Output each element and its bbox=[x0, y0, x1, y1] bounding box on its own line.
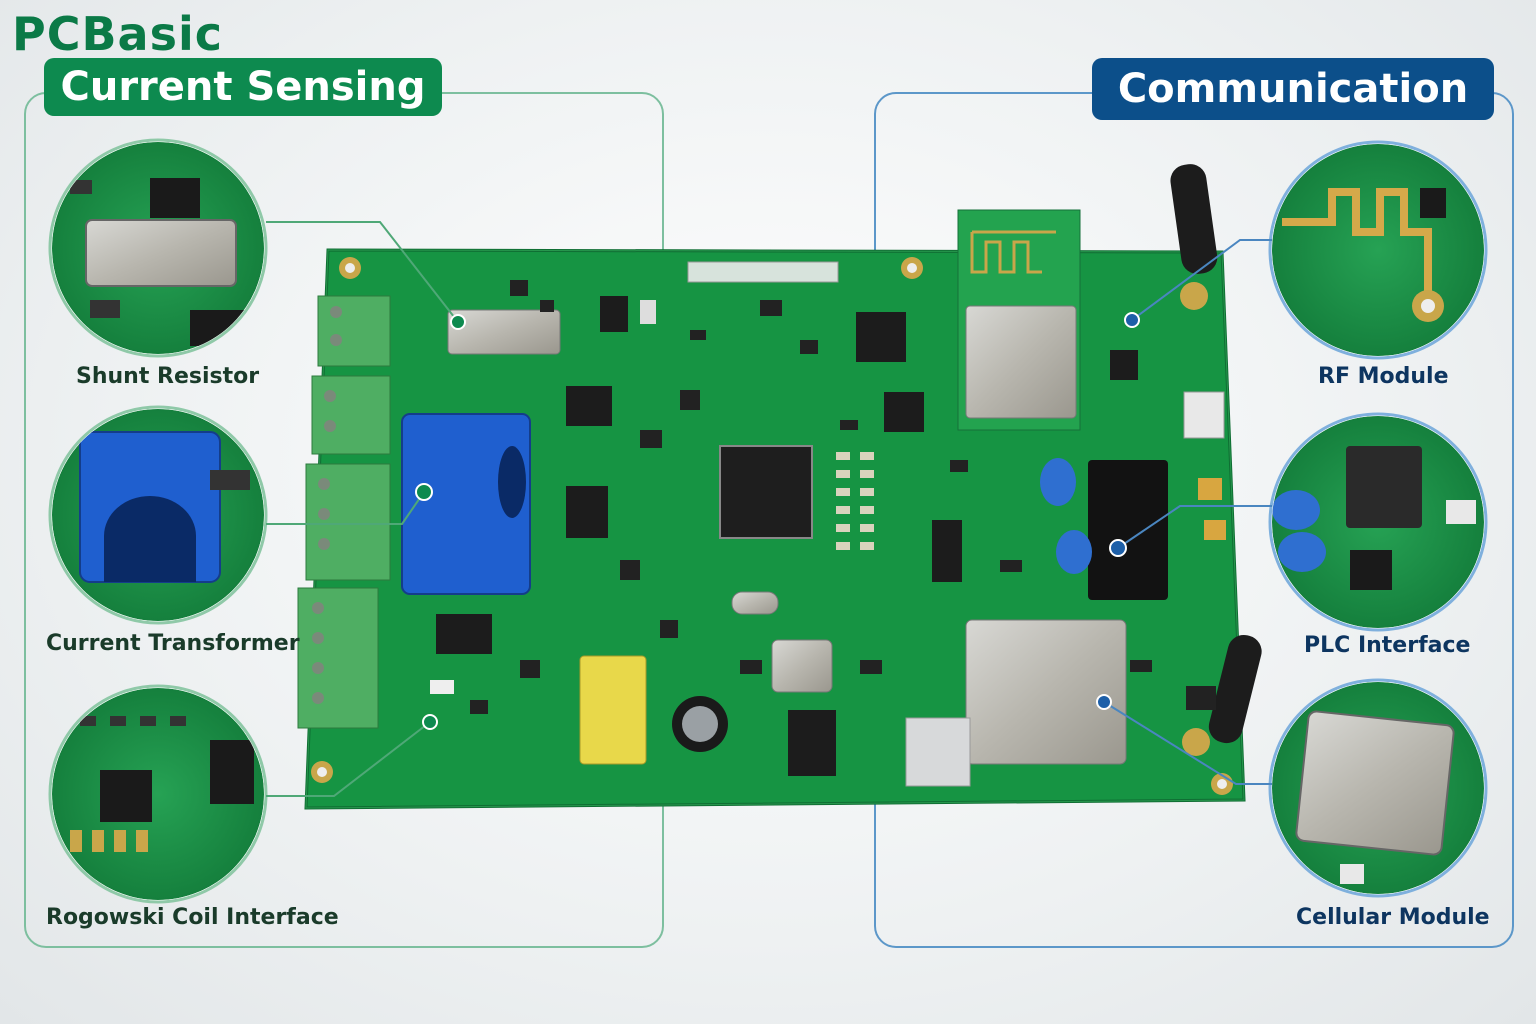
rf-module-board bbox=[957, 209, 1081, 431]
rf-module-label: RF Module bbox=[1318, 364, 1449, 389]
pcb-board bbox=[297, 164, 1262, 810]
marker-rf bbox=[1124, 312, 1140, 328]
terminal-blocks bbox=[297, 295, 391, 729]
current-sensing-title: Current Sensing bbox=[44, 58, 442, 116]
communication-title: Communication bbox=[1092, 58, 1494, 120]
shunt-resistor-label: Shunt Resistor bbox=[76, 364, 260, 389]
pcbasic-logo: PCBasic bbox=[12, 7, 223, 61]
current-transformer-label: Current Transformer bbox=[46, 631, 300, 656]
zoom-rf-module bbox=[1268, 140, 1488, 360]
leader-lines-right bbox=[1103, 239, 1272, 785]
marker-cellular bbox=[1096, 694, 1112, 710]
marker-ct bbox=[415, 483, 433, 501]
rogowski-coil-label: Rogowski Coil Interface bbox=[46, 905, 339, 930]
zoom-plc-interface bbox=[1268, 412, 1488, 632]
marker-shunt bbox=[450, 314, 466, 330]
zoom-rogowski-coil bbox=[48, 684, 268, 904]
leader-lines-left bbox=[266, 221, 459, 797]
marker-rogowski bbox=[422, 714, 438, 730]
plc-interface-label: PLC Interface bbox=[1304, 633, 1471, 658]
zoom-current-transformer bbox=[48, 405, 268, 625]
cellular-module-label: Cellular Module bbox=[1296, 905, 1490, 930]
zoom-cellular-module bbox=[1268, 678, 1488, 898]
zoom-shunt-resistor bbox=[48, 138, 268, 358]
marker-plc bbox=[1109, 539, 1127, 557]
